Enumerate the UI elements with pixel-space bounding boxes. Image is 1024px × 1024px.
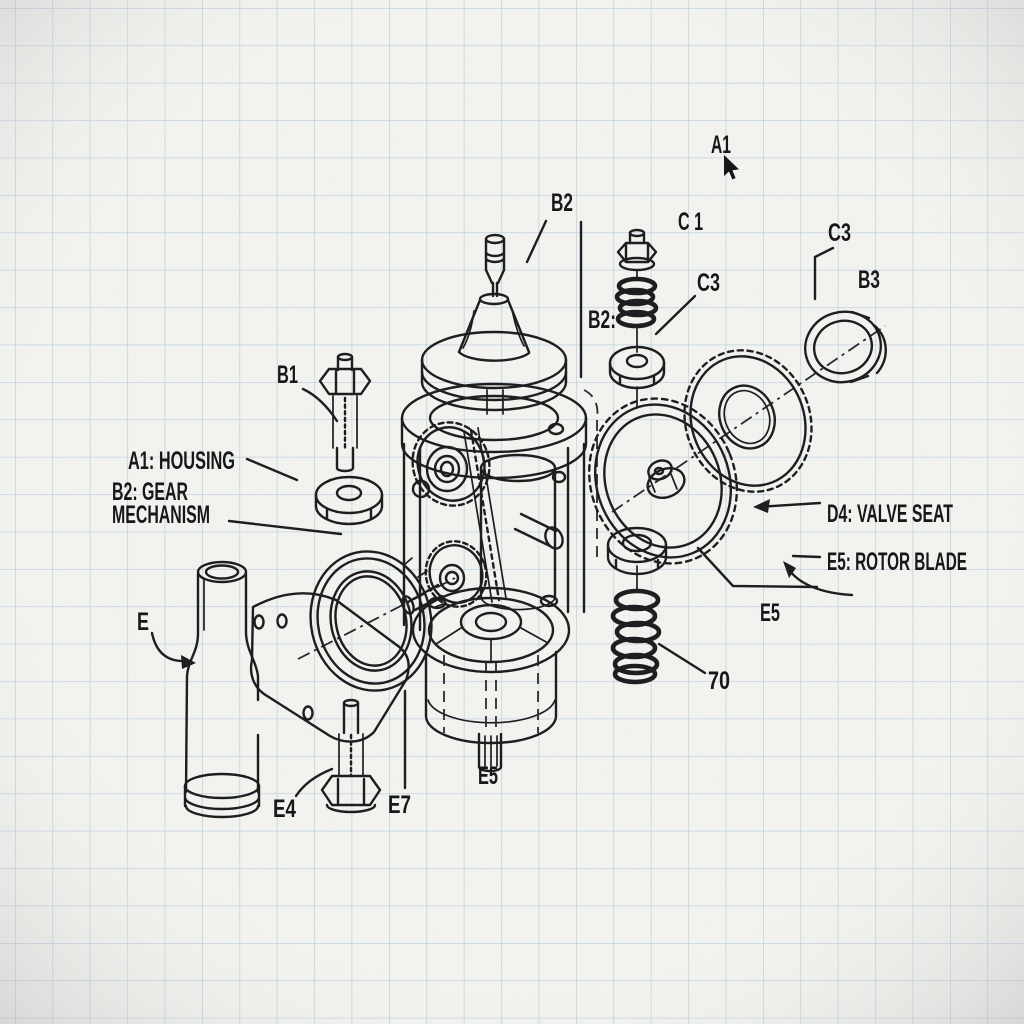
vignette-overlay [0, 0, 1024, 1024]
diagram-canvas: A1 B2 C 1 C3 C3 B3 B2: B1 A1: HOUSING B2… [0, 0, 1024, 1024]
patent-exploded-diagram: A1 B2 C 1 C3 C3 B3 B2: B1 A1: HOUSING B2… [0, 0, 1024, 1024]
